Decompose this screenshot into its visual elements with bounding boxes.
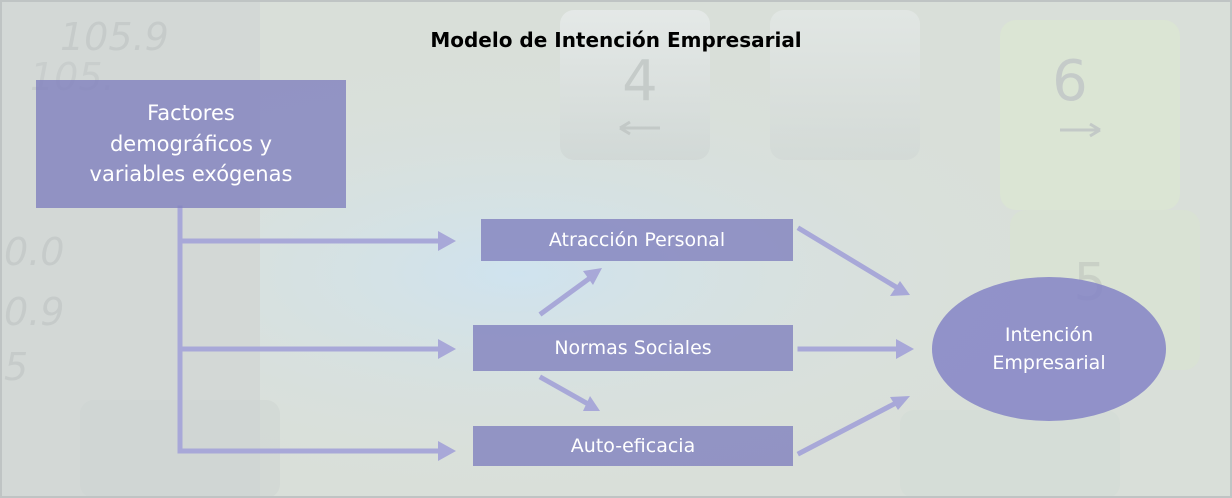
node-factores-demograficos: Factores demográficos y variables exógen… (36, 80, 346, 208)
key-label-6: 6 (1052, 49, 1088, 114)
display-number: 5 (4, 345, 28, 389)
right-arrow-icon (1060, 122, 1101, 138)
node-intencion-empresarial: Intención Empresarial (932, 277, 1166, 421)
arrow-normas-atraccion (538, 274, 594, 317)
arrow-normas-autoeficacia (538, 374, 592, 408)
node-normas-sociales: Normas Sociales (473, 325, 793, 371)
arrowhead (890, 281, 910, 296)
diagram-connectors (177, 205, 900, 457)
diagram-title: Modelo de Intención Empresarial (430, 28, 802, 52)
keypad-key (770, 10, 920, 160)
arrowheads (438, 231, 914, 461)
left-arrow-icon (619, 120, 660, 136)
arrowhead (438, 231, 456, 251)
node-auto-eficacia: Auto-eficacia (473, 426, 793, 466)
arrowhead (896, 339, 914, 359)
display-number: 105.9 (60, 15, 169, 59)
arrowhead (438, 441, 456, 461)
arrowhead (583, 268, 602, 285)
keypad-key (560, 10, 710, 160)
arrow-autoeficacia-intencion (796, 399, 900, 457)
node-atraccion-personal: Atracción Personal (481, 219, 793, 261)
display-number: 0.0 (4, 230, 64, 274)
arrowhead (890, 396, 910, 410)
arrow-atraccion-intencion (796, 225, 900, 291)
keypad-key (900, 410, 1120, 498)
keypad-key (1000, 20, 1180, 210)
key-label-4: 4 (622, 49, 658, 114)
display-number: 0.9 (4, 290, 64, 334)
arrowhead (583, 396, 600, 411)
arrowhead (438, 339, 456, 359)
